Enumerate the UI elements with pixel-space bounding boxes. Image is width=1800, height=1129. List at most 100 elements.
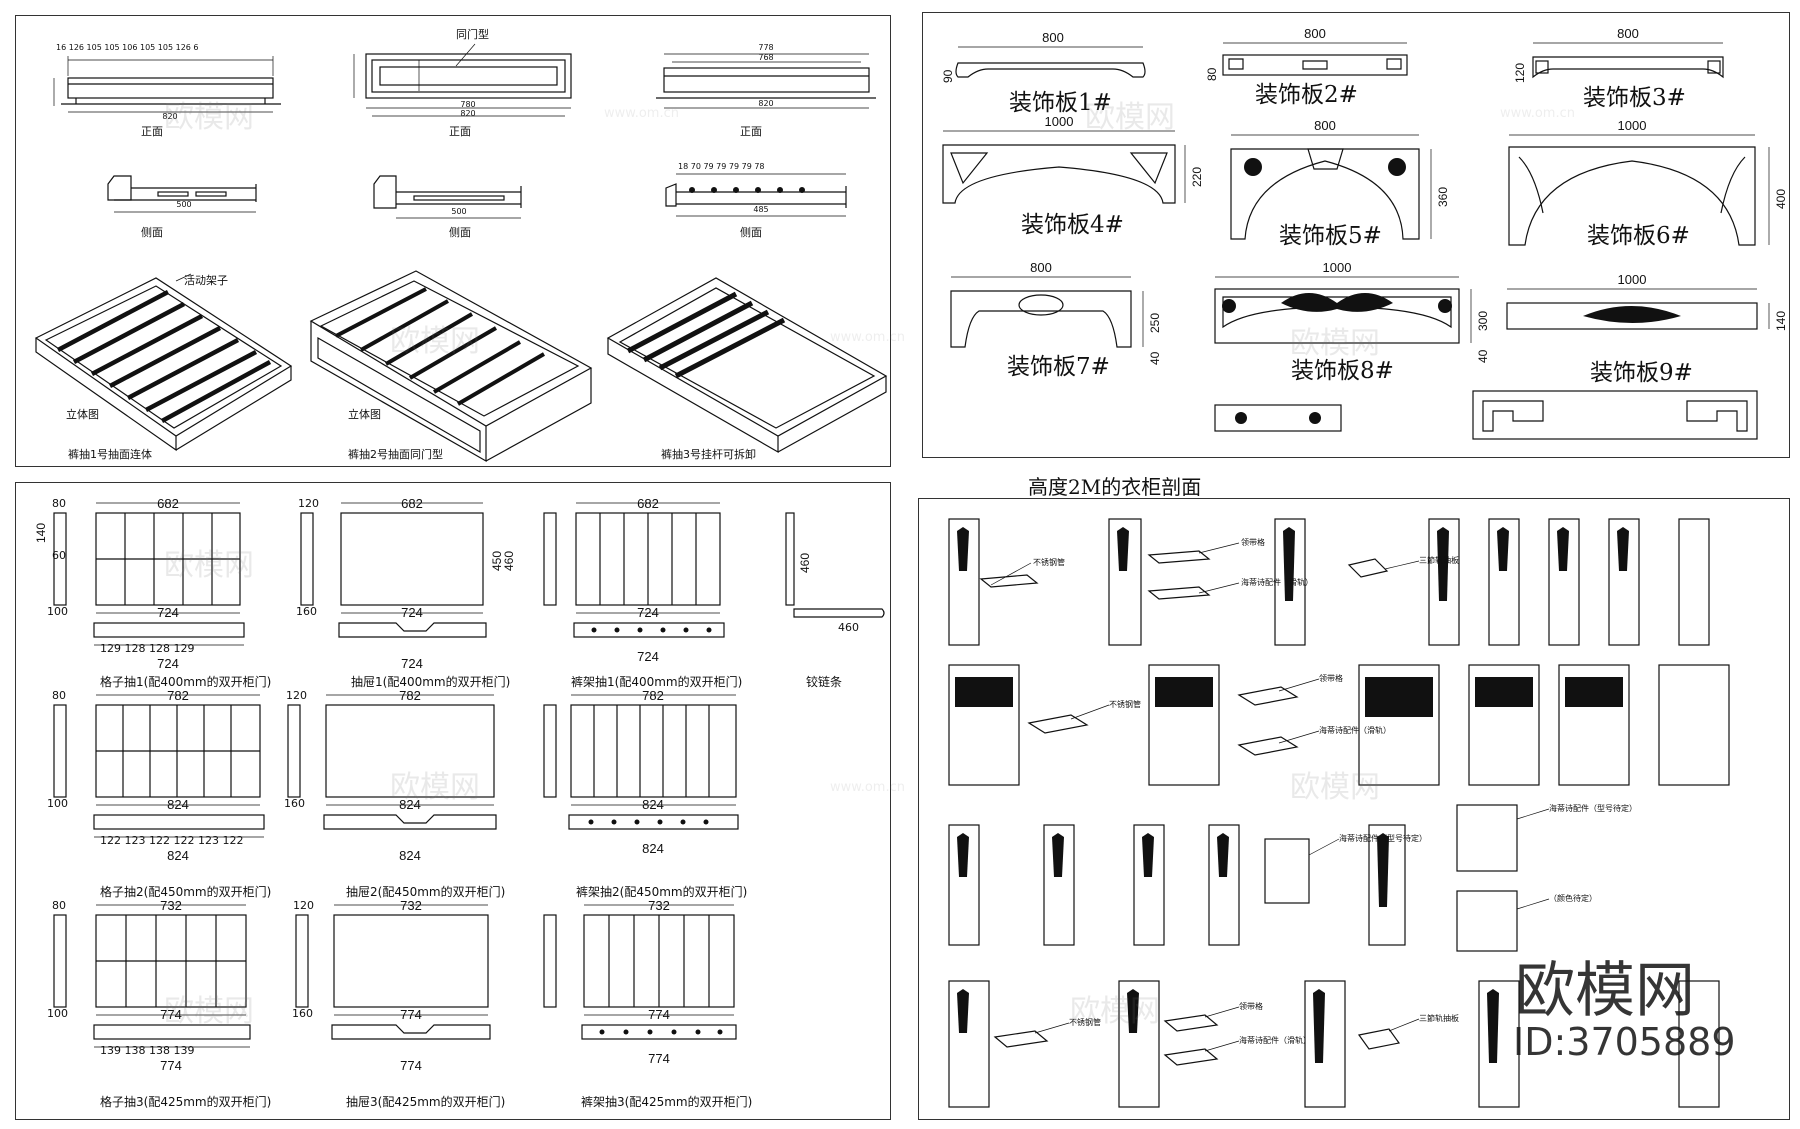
board2-h: 80 — [1205, 67, 1219, 81]
board8-h2: 40 — [1476, 349, 1490, 363]
r2-tray-w: 782 — [399, 688, 421, 703]
label-side-2: 侧面 — [449, 226, 471, 239]
title-drawer-3: 裤抽3号挂杆可拆卸 — [661, 448, 756, 461]
title-drawer-2: 裤抽2号抽面同门型 — [348, 448, 443, 461]
dim-d1-w: 820 — [162, 112, 178, 121]
r1-grid-parts: 129 128 128 129 — [100, 642, 195, 655]
board5-w: 800 — [1314, 118, 1336, 133]
board7-h: 250 — [1148, 312, 1162, 333]
r3-tray-bw: 774 — [400, 1007, 422, 1022]
wardrobe-heading: 高度2M的衣柜剖面 — [1028, 475, 1202, 499]
board3-title: 装饰板3# — [1583, 85, 1686, 111]
r2-tray-bottom: 824 — [399, 848, 421, 863]
r3-grid-label: 格子抽3(配425mm的双开柜门) — [100, 1095, 272, 1109]
note-hafele-2: 海蒂诗配件（滑轨） — [1319, 726, 1391, 735]
side-dim-140-r1: 140 — [34, 522, 48, 543]
note-tie-rack-2: 领带格 — [1319, 674, 1343, 683]
side-dim-60-r1: 60 — [52, 549, 66, 562]
drawer-parts-drawing — [53, 502, 885, 1048]
r1-tray-w: 682 — [401, 496, 423, 511]
dim-d3-mid: 768 — [758, 53, 774, 62]
label-iso-2: 立体图 — [348, 408, 381, 421]
note-tie-rack-1: 领带格 — [1241, 538, 1265, 547]
board2-w: 800 — [1304, 26, 1326, 41]
r3-rack-w: 732 — [648, 898, 670, 913]
board1-w: 800 — [1042, 30, 1064, 45]
note-color-spec: （颜色待定） — [1549, 894, 1597, 903]
label-side-1: 侧面 — [141, 226, 163, 239]
board6-h: 400 — [1774, 188, 1788, 209]
side-dim-100-r1: 100 — [47, 605, 68, 618]
r3-rack-bottom: 774 — [648, 1051, 670, 1066]
label-side-3: 侧面 — [740, 226, 762, 239]
board3-w: 800 — [1617, 26, 1639, 41]
r1-rack-w: 682 — [637, 496, 659, 511]
board5-h: 360 — [1436, 186, 1450, 207]
decorative-boards-drawing — [942, 42, 1770, 440]
board9-h: 140 — [1774, 310, 1788, 331]
dim-side3-top: 18 70 79 79 79 79 78 — [678, 162, 765, 171]
r2-rack-bw: 824 — [642, 797, 664, 812]
side-dim-120-r3: 120 — [293, 899, 314, 912]
dim-side-w2: 500 — [451, 207, 467, 216]
note-hafele-spec-1: 海蒂诗配件（型号待定） — [1339, 834, 1427, 843]
side-dim-160-r1: 160 — [296, 605, 317, 618]
hinge-h: 460 — [798, 552, 812, 573]
r1-tray-bottom: 724 — [401, 656, 423, 671]
side-dim-80-r3: 80 — [52, 899, 66, 912]
wardrobe-sections-panel: 不锈钢管 领带格 海蒂诗配件（滑轨） 三節轨抽板 不锈钢管 领带格 海蒂诗配件（… — [918, 498, 1790, 1120]
hinge-w: 460 — [838, 621, 859, 634]
callout-same-door: 同门型 — [456, 28, 489, 41]
r1-grid-bottom: 724 — [157, 656, 179, 671]
note-hafele-spec-2: 海蒂诗配件（型号待定） — [1549, 804, 1637, 813]
r2-rack-label: 裤架抽2(配450mm的双开柜门) — [576, 885, 748, 899]
board3-h: 120 — [1513, 62, 1527, 83]
r2-tray-bw: 824 — [399, 797, 421, 812]
board7-title: 装饰板7# — [1007, 354, 1110, 380]
note-tie-rack-3: 领带格 — [1239, 1002, 1263, 1011]
r3-grid-bottom: 774 — [160, 1058, 182, 1073]
r1-grid-bw: 724 — [157, 605, 179, 620]
dim-d2-w: 820 — [460, 109, 476, 118]
title-drawer-1: 裤抽1号抽面连体 — [68, 448, 152, 461]
board6-w: 1000 — [1617, 118, 1647, 133]
board8-title: 装饰板8# — [1291, 358, 1394, 384]
dim-d3-w: 820 — [758, 99, 774, 108]
drawer-views-drawing — [34, 43, 888, 463]
r2-grid-parts: 122 123 122 122 123 122 — [100, 834, 244, 847]
dim-side-w1: 500 — [176, 200, 192, 209]
hinge-label: 铰链条 — [806, 675, 843, 689]
note-hafele-3: 海蒂诗配件（滑轨） — [1239, 1036, 1311, 1045]
r3-rack-bw: 774 — [648, 1007, 670, 1022]
side-dim-100-r3: 100 — [47, 1007, 68, 1020]
wardrobe-sections-drawing — [948, 518, 1730, 1108]
side-dim-80-r1: 80 — [52, 497, 66, 510]
label-front-1: 正面 — [141, 125, 163, 138]
label-front-2: 正面 — [449, 125, 471, 138]
board4-h: 220 — [1190, 166, 1204, 187]
board7-w: 800 — [1030, 260, 1052, 275]
board1-title: 装饰板1# — [1009, 90, 1112, 116]
r1-rack-bw: 724 — [637, 605, 659, 620]
board5-title: 装饰板5# — [1279, 223, 1382, 249]
r1-grid-label: 格子抽1(配400mm的双开柜门) — [100, 675, 272, 689]
dim-side-w3: 485 — [753, 205, 769, 214]
r1-tray-bw: 724 — [401, 605, 423, 620]
r1-rack-label: 裤架抽1(配400mm的双开柜门) — [571, 675, 743, 689]
dim-d2-inner: 780 — [460, 100, 476, 109]
board1-h: 90 — [941, 69, 955, 83]
note-steel-tube-3: 不锈钢管 — [1069, 1018, 1101, 1027]
r1-rack-bottom: 724 — [637, 649, 659, 664]
board7-h2: 40 — [1148, 351, 1162, 365]
note-steel-tube-2: 不锈钢管 — [1109, 700, 1141, 709]
r2-grid-bw: 824 — [167, 797, 189, 812]
r3-rack-label: 裤架抽3(配425mm的双开柜门) — [581, 1095, 753, 1109]
decorative-panels-panel: 800 800 800 1000 800 1000 800 1000 1000 … — [922, 12, 1790, 458]
side-dim-80-r2: 80 — [52, 689, 66, 702]
board2-title: 装饰板2# — [1255, 82, 1358, 108]
r3-tray-bottom: 774 — [400, 1058, 422, 1073]
side-dim-120-r2: 120 — [286, 689, 307, 702]
board4-w: 1000 — [1044, 114, 1074, 129]
r3-grid-bw: 774 — [160, 1007, 182, 1022]
drawer-views-panel: 同门型 活动架子 16 126 105 105 106 105 105 126 … — [15, 15, 891, 467]
